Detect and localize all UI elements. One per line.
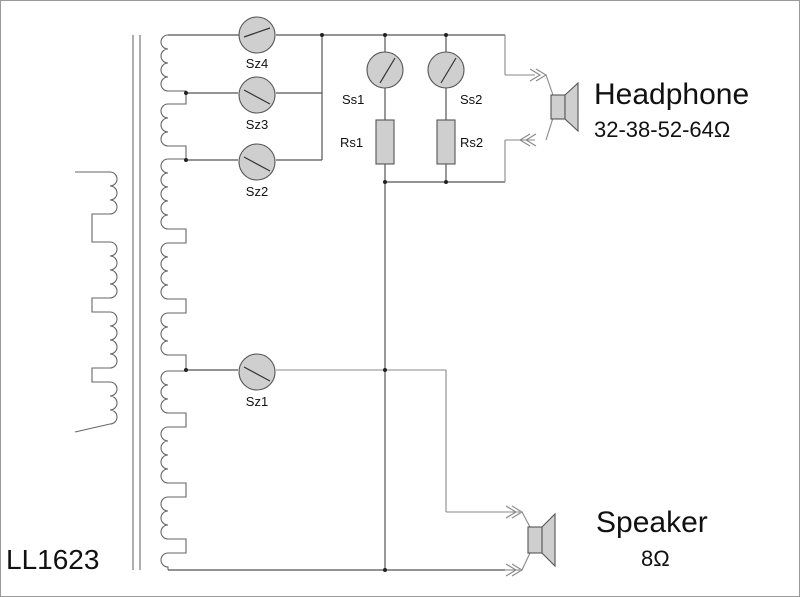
label-sz3: Sz3 bbox=[246, 117, 268, 132]
switch-sz3[interactable] bbox=[238, 76, 276, 114]
resistor-rs1 bbox=[375, 119, 395, 165]
label-sz1: Sz1 bbox=[246, 394, 268, 409]
speaker-icon bbox=[527, 512, 556, 568]
speaker-title: Speaker bbox=[596, 506, 708, 539]
switch-sz2[interactable] bbox=[238, 143, 276, 181]
switch-sz4[interactable] bbox=[238, 16, 276, 54]
switch-sz1[interactable] bbox=[238, 353, 276, 391]
label-sz2: Sz2 bbox=[246, 184, 268, 199]
label-sz4: Sz4 bbox=[246, 56, 268, 71]
label-ss2: Ss2 bbox=[460, 92, 482, 107]
headphone-title: Headphone bbox=[594, 78, 749, 111]
tap-wires bbox=[168, 34, 505, 571]
headphone-jack-icon bbox=[518, 68, 554, 147]
label-rs1: Rs1 bbox=[340, 135, 363, 150]
transformer-core bbox=[132, 35, 141, 570]
label-rs2: Rs2 bbox=[460, 135, 483, 150]
bus-wires bbox=[276, 34, 535, 571]
transformer-label: LL1623 bbox=[6, 544, 99, 575]
headphone-speaker-icon bbox=[550, 81, 579, 133]
headphone-impedance: 32-38-52-64Ω bbox=[594, 117, 730, 142]
resistor-rs2 bbox=[436, 119, 456, 165]
switch-ss2[interactable] bbox=[427, 51, 465, 89]
speaker-jack-icon bbox=[505, 505, 531, 577]
switch-ss1[interactable] bbox=[366, 51, 404, 89]
primary-winding bbox=[74, 171, 118, 433]
junction-dots bbox=[184, 33, 448, 572]
label-ss1: Ss1 bbox=[342, 92, 364, 107]
secondary-winding bbox=[160, 34, 187, 570]
speaker-impedance: 8Ω bbox=[641, 546, 670, 571]
